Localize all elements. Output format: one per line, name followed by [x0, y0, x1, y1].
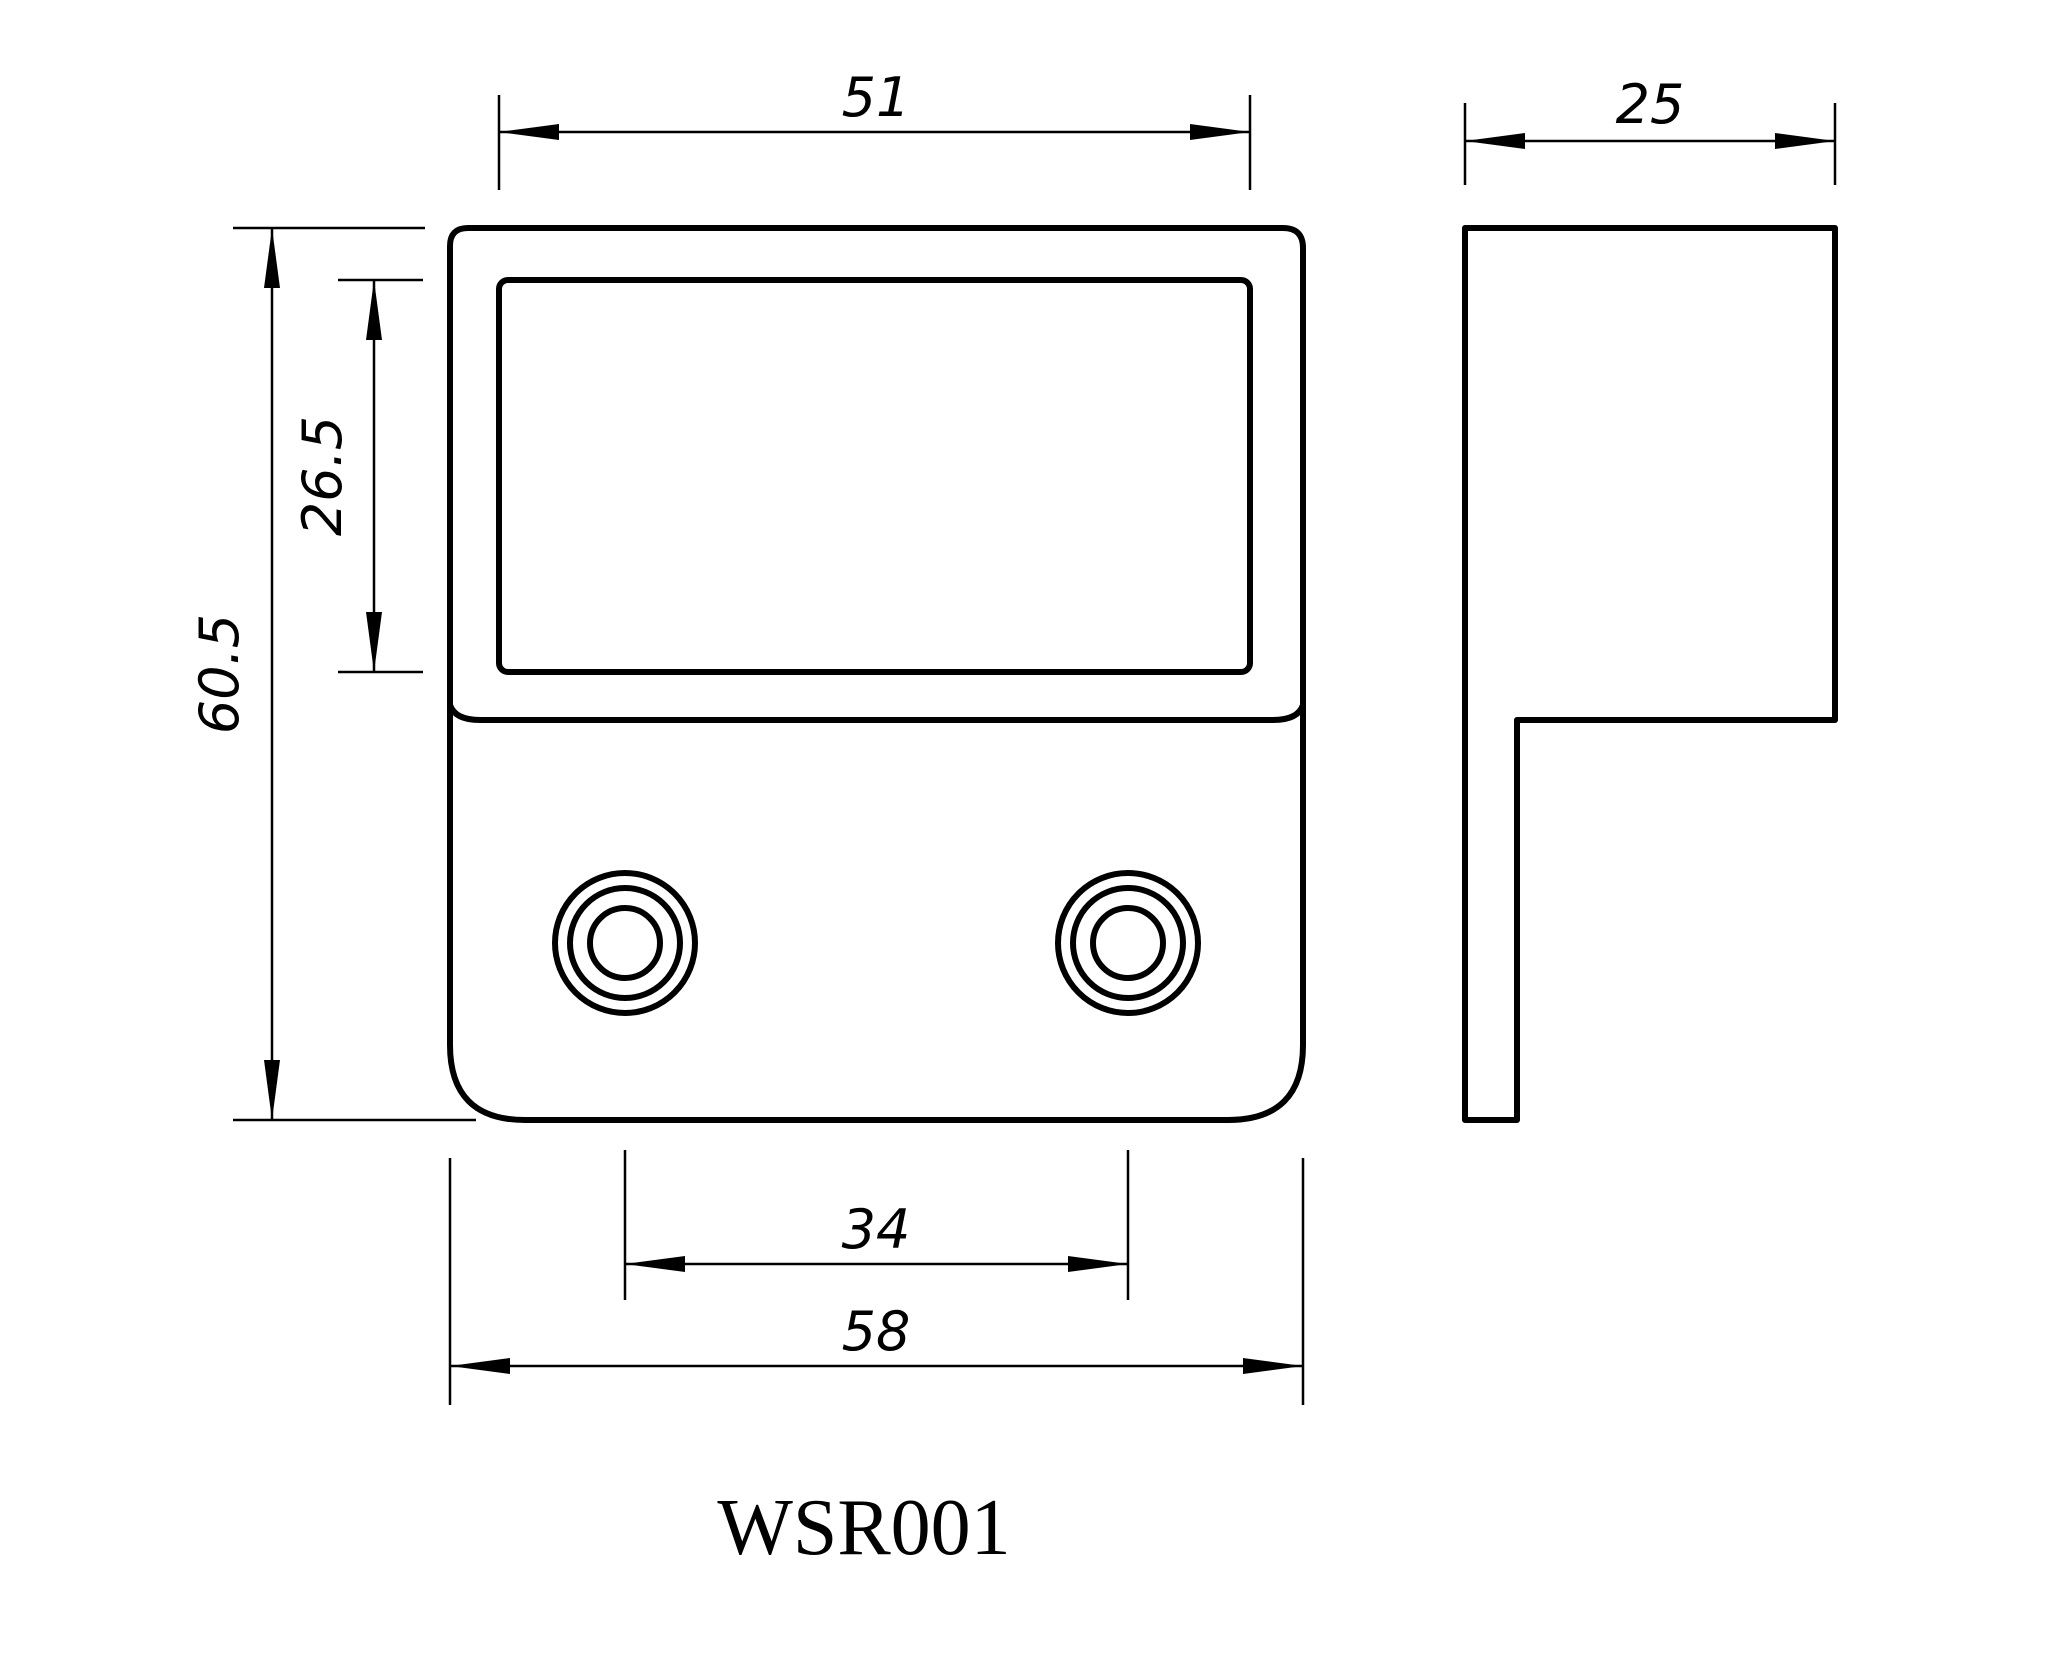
model-number-label: WSR001	[717, 1484, 1010, 1572]
right-hole-outer-ring	[1055, 870, 1201, 1016]
front-body-outline	[447, 225, 1306, 1123]
arrow-right	[1243, 1358, 1303, 1374]
front-window	[496, 277, 1253, 675]
dimension-total-height: 60.5	[188, 226, 476, 1122]
dimension-label-34: 34	[842, 1198, 911, 1261]
front-separation-line	[447, 702, 1306, 723]
dimension-window-height: 26.5	[291, 278, 423, 674]
arrow-left	[625, 1256, 685, 1272]
dimension-label-60-5: 60.5	[188, 614, 251, 734]
arrow-top	[264, 228, 280, 288]
arrow-right	[1190, 124, 1250, 140]
dimension-label-26-5: 26.5	[291, 416, 354, 536]
side-view	[1462, 225, 1838, 1123]
arrow-bottom	[264, 1060, 280, 1120]
dimension-side-depth: 25	[1463, 73, 1837, 185]
left-hole-inner-ring	[587, 905, 663, 981]
dimension-front-top-width: 51	[497, 66, 1252, 190]
arrow-left	[1465, 133, 1525, 149]
arrow-right	[1068, 1256, 1128, 1272]
right-hole-inner-ring	[1090, 905, 1166, 981]
dimension-hole-spacing: 34	[623, 1150, 1130, 1300]
front-view	[447, 225, 1306, 1123]
side-profile-outline	[1462, 225, 1838, 1123]
dimension-label-58: 58	[842, 1300, 911, 1363]
arrow-bottom	[366, 612, 382, 672]
dimension-front-bottom-width: 58	[448, 1158, 1305, 1405]
left-hole-outer-ring	[552, 870, 698, 1016]
arrow-left	[499, 124, 559, 140]
right-hole-middle-ring	[1070, 885, 1186, 1001]
dimension-label-51: 51	[842, 66, 911, 129]
arrow-top	[366, 280, 382, 340]
left-hole-middle-ring	[567, 885, 683, 1001]
arrow-right	[1775, 133, 1835, 149]
dimension-label-25: 25	[1616, 73, 1685, 136]
arrow-left	[450, 1358, 510, 1374]
